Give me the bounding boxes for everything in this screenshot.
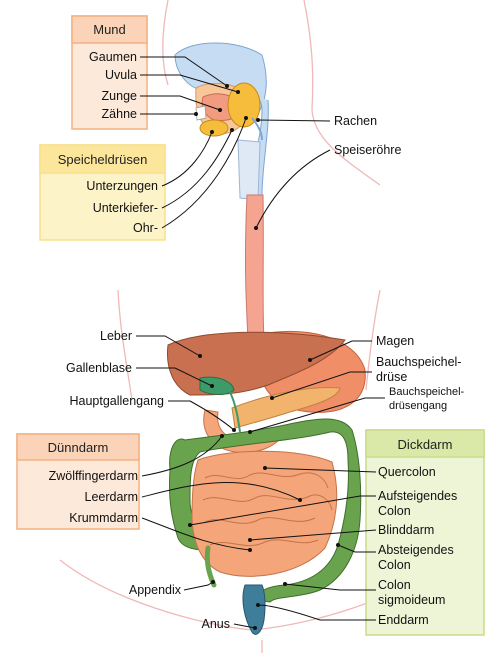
group-speicheldruesen: Speicheldrüsen <box>39 144 166 241</box>
group-dickdarm: Dickdarm <box>365 429 485 636</box>
label-gaumen: Gaumen <box>89 50 137 64</box>
group-mund: Mund <box>71 15 148 130</box>
rectum <box>242 584 266 635</box>
group-title-mund: Mund <box>93 22 126 37</box>
group-title-duenndarm: Dünndarm <box>48 440 109 455</box>
label-blinddarm: Blinddarm <box>378 523 434 537</box>
group-title-speicheldruesen: Speicheldrüsen <box>58 152 148 167</box>
leader-dots <box>188 84 340 630</box>
pancreas <box>231 386 341 429</box>
label-enddarm: Enddarm <box>378 613 429 627</box>
label-unterkiefer: Unterkiefer- <box>93 201 158 215</box>
label-leerdarm: Leerdarm <box>85 490 139 504</box>
label-zaehne: Zähne <box>102 107 137 121</box>
label-absteigendes-1: Absteigendes <box>378 543 454 557</box>
leader-lines <box>136 56 385 629</box>
gallbladder <box>199 376 235 395</box>
labels: Gaumen Uvula Zunge Zähne Unterzungen Unt… <box>49 50 465 631</box>
group-duenndarm: Dünndarm <box>16 433 140 530</box>
label-bauchspeichelgang-2: drüsengang <box>389 400 447 412</box>
label-bauchspeichel-1: Bauchspeichel- <box>376 355 461 369</box>
label-zwoelffingerdarm: Zwölffingerdarm <box>49 469 138 483</box>
label-aufsteigendes-1: Aufsteigendes <box>378 489 457 503</box>
label-rachen: Rachen <box>334 114 377 128</box>
label-bauchspeichel-2: drüse <box>376 370 407 384</box>
label-ohr: Ohr- <box>133 221 158 235</box>
label-gallenblase: Gallenblase <box>66 361 132 375</box>
label-krummdarm: Krummdarm <box>69 511 138 525</box>
label-magen: Magen <box>376 334 414 348</box>
label-anus: Anus <box>202 617 231 631</box>
label-sigmoid-2: sigmoideum <box>378 593 445 607</box>
label-unterzungen: Unterzungen <box>86 179 158 193</box>
label-appendix: Appendix <box>129 583 182 597</box>
label-hauptgallengang: Hauptgallengang <box>69 394 164 408</box>
head-organs <box>174 42 269 201</box>
label-bauchspeichelgang-1: Bauchspeichel- <box>389 386 465 398</box>
label-uvula: Uvula <box>105 68 137 82</box>
label-speiseroehre: Speiseröhre <box>334 143 401 157</box>
label-leber: Leber <box>100 329 132 343</box>
label-absteigendes-2: Colon <box>378 558 411 572</box>
label-quercolon: Quercolon <box>378 465 436 479</box>
label-zunge: Zunge <box>102 89 137 103</box>
label-sigmoid-1: Colon <box>378 578 411 592</box>
esophagus <box>244 194 265 341</box>
label-aufsteigendes-2: Colon <box>378 504 411 518</box>
group-title-dickdarm: Dickdarm <box>398 437 453 452</box>
bile-duct <box>229 391 241 433</box>
